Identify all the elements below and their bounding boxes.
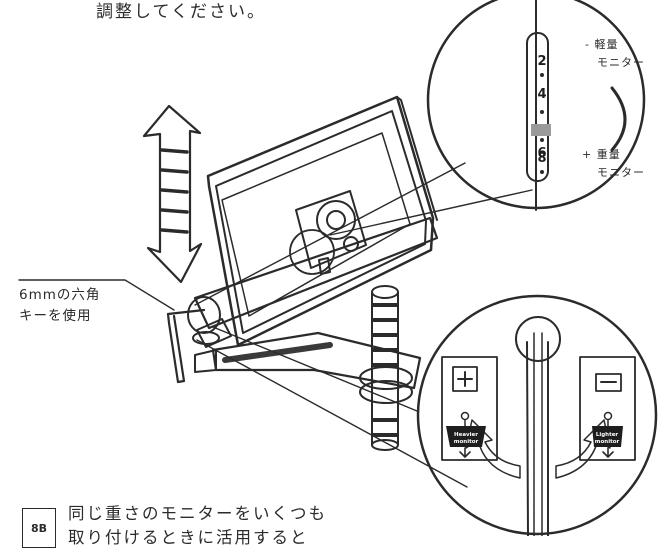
minus-light-label: - 軽量 bbox=[585, 38, 619, 51]
monitor-arm-illustration: Heavier monitor Lighter monitor 2 4 6 8 bbox=[18, 0, 658, 536]
heavier-card-text-2: monitor bbox=[454, 439, 479, 445]
pole bbox=[371, 285, 399, 451]
hex-key bbox=[166, 308, 206, 384]
height-adjust-arrow bbox=[142, 104, 203, 284]
zoom-direction-circle bbox=[416, 294, 658, 536]
adjust-point-circle bbox=[289, 229, 335, 275]
scale-window bbox=[526, 32, 549, 182]
plus-heavy-label: + 重量 bbox=[582, 148, 621, 161]
heavier-card-text-1: Heavier bbox=[454, 432, 478, 438]
heavier-monitor-card bbox=[441, 356, 498, 461]
scale-number-4: 4 bbox=[537, 87, 546, 102]
step-caption-line-1: 同じ重さのモニターをいくつも bbox=[68, 504, 327, 523]
hex-key-label-line-2: キーを使用 bbox=[19, 308, 92, 324]
zoom-scale-circle bbox=[426, 0, 646, 211]
step-number: 8B bbox=[30, 522, 48, 535]
step-caption-line-2: 取り付けるときに活用すると bbox=[68, 528, 309, 547]
lighter-monitor-card bbox=[579, 356, 636, 461]
monitor-arm bbox=[187, 216, 439, 404]
plus-heavy-monitor-label: モニター bbox=[597, 166, 645, 179]
scale-number-8-visible: 8 bbox=[537, 151, 546, 166]
lighter-label-plate bbox=[592, 426, 623, 447]
step-caption: 同じ重さのモニターをいくつも 取り付けるときに活用すると bbox=[68, 502, 327, 550]
top-caption: 調整してください。 bbox=[96, 2, 266, 22]
lighter-card-text-1: Lighter bbox=[596, 432, 619, 438]
leader-lines bbox=[18, 162, 533, 488]
scale-number-2: 2 bbox=[537, 54, 546, 69]
lighter-card-text-2: monitor bbox=[595, 439, 620, 445]
vesa-mount bbox=[295, 190, 367, 275]
minus-light-monitor-label: モニター bbox=[597, 56, 645, 69]
heavier-label-plate bbox=[446, 426, 486, 447]
hex-key-label-line-1: 6mmの六角 bbox=[19, 287, 101, 303]
hex-key-label: 6mmの六角 キーを使用 bbox=[19, 285, 100, 327]
monitor bbox=[206, 95, 438, 347]
step-number-badge: 8B bbox=[22, 508, 56, 548]
scale-indicator bbox=[531, 124, 551, 136]
scale-number-6: 6 bbox=[537, 146, 546, 161]
